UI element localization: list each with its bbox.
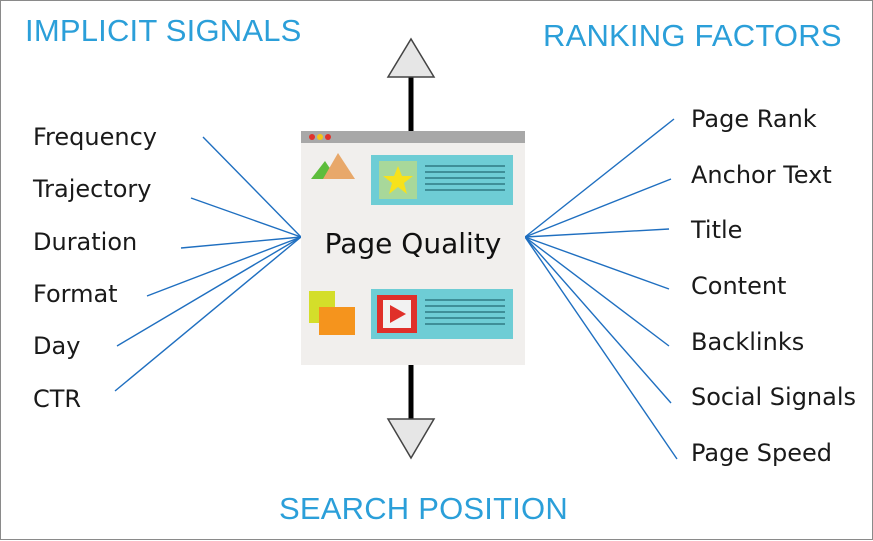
connector-ctr — [114, 236, 302, 392]
connector-duration — [180, 236, 302, 249]
maximize-dot-icon — [325, 134, 331, 140]
ranking-factor-anchor-text: Anchor Text — [691, 161, 832, 189]
connector-trajectory — [190, 197, 302, 238]
ranking-factor-page-speed: Page Speed — [691, 439, 832, 467]
browser-titlebar — [301, 131, 525, 143]
connector-content — [524, 236, 670, 290]
connector-title — [524, 228, 670, 238]
page-quality-label: Page Quality — [324, 227, 502, 260]
ranking-factor-social-signals: Social Signals — [691, 383, 857, 411]
ranking-factor-backlinks: Backlinks — [691, 328, 805, 356]
implicit-signal-day: Day — [33, 332, 81, 360]
implicit-signal-frequency: Frequency — [33, 123, 157, 151]
close-dot-icon — [309, 134, 315, 140]
implicit-signals-heading: IMPLICIT SIGNALS — [25, 13, 302, 48]
down-arrow-icon — [386, 365, 436, 460]
connector-format — [146, 236, 302, 297]
ranking-factors-heading: RANKING FACTORS — [543, 18, 842, 53]
folder-icon — [309, 291, 355, 335]
play-video-icon — [377, 295, 417, 333]
implicit-signal-ctr: CTR — [33, 385, 82, 413]
implicit-signal-trajectory: Trajectory — [33, 175, 152, 203]
connector-page-speed — [524, 236, 678, 460]
minimize-dot-icon — [317, 134, 323, 140]
connector-anchor-text — [524, 178, 672, 238]
connector-social-signals — [524, 236, 672, 404]
implicit-signal-duration: Duration — [33, 228, 138, 256]
connector-backlinks — [524, 236, 670, 347]
mountain-image-icon — [311, 153, 355, 179]
image-content-panel — [371, 155, 513, 205]
up-arrow-icon — [386, 37, 436, 131]
video-content-panel — [371, 289, 513, 339]
search-position-heading: SEARCH POSITION — [279, 491, 568, 526]
star-icon — [379, 161, 417, 199]
connector-day — [116, 236, 302, 347]
ranking-factor-content: Content — [691, 272, 787, 300]
ranking-factor-title: Title — [691, 216, 743, 244]
implicit-signal-format: Format — [33, 280, 118, 308]
connector-frequency — [202, 136, 302, 238]
ranking-factor-page-rank: Page Rank — [691, 105, 817, 133]
connector-page-rank — [524, 118, 675, 238]
page-quality-browser: Page Quality — [301, 131, 525, 365]
